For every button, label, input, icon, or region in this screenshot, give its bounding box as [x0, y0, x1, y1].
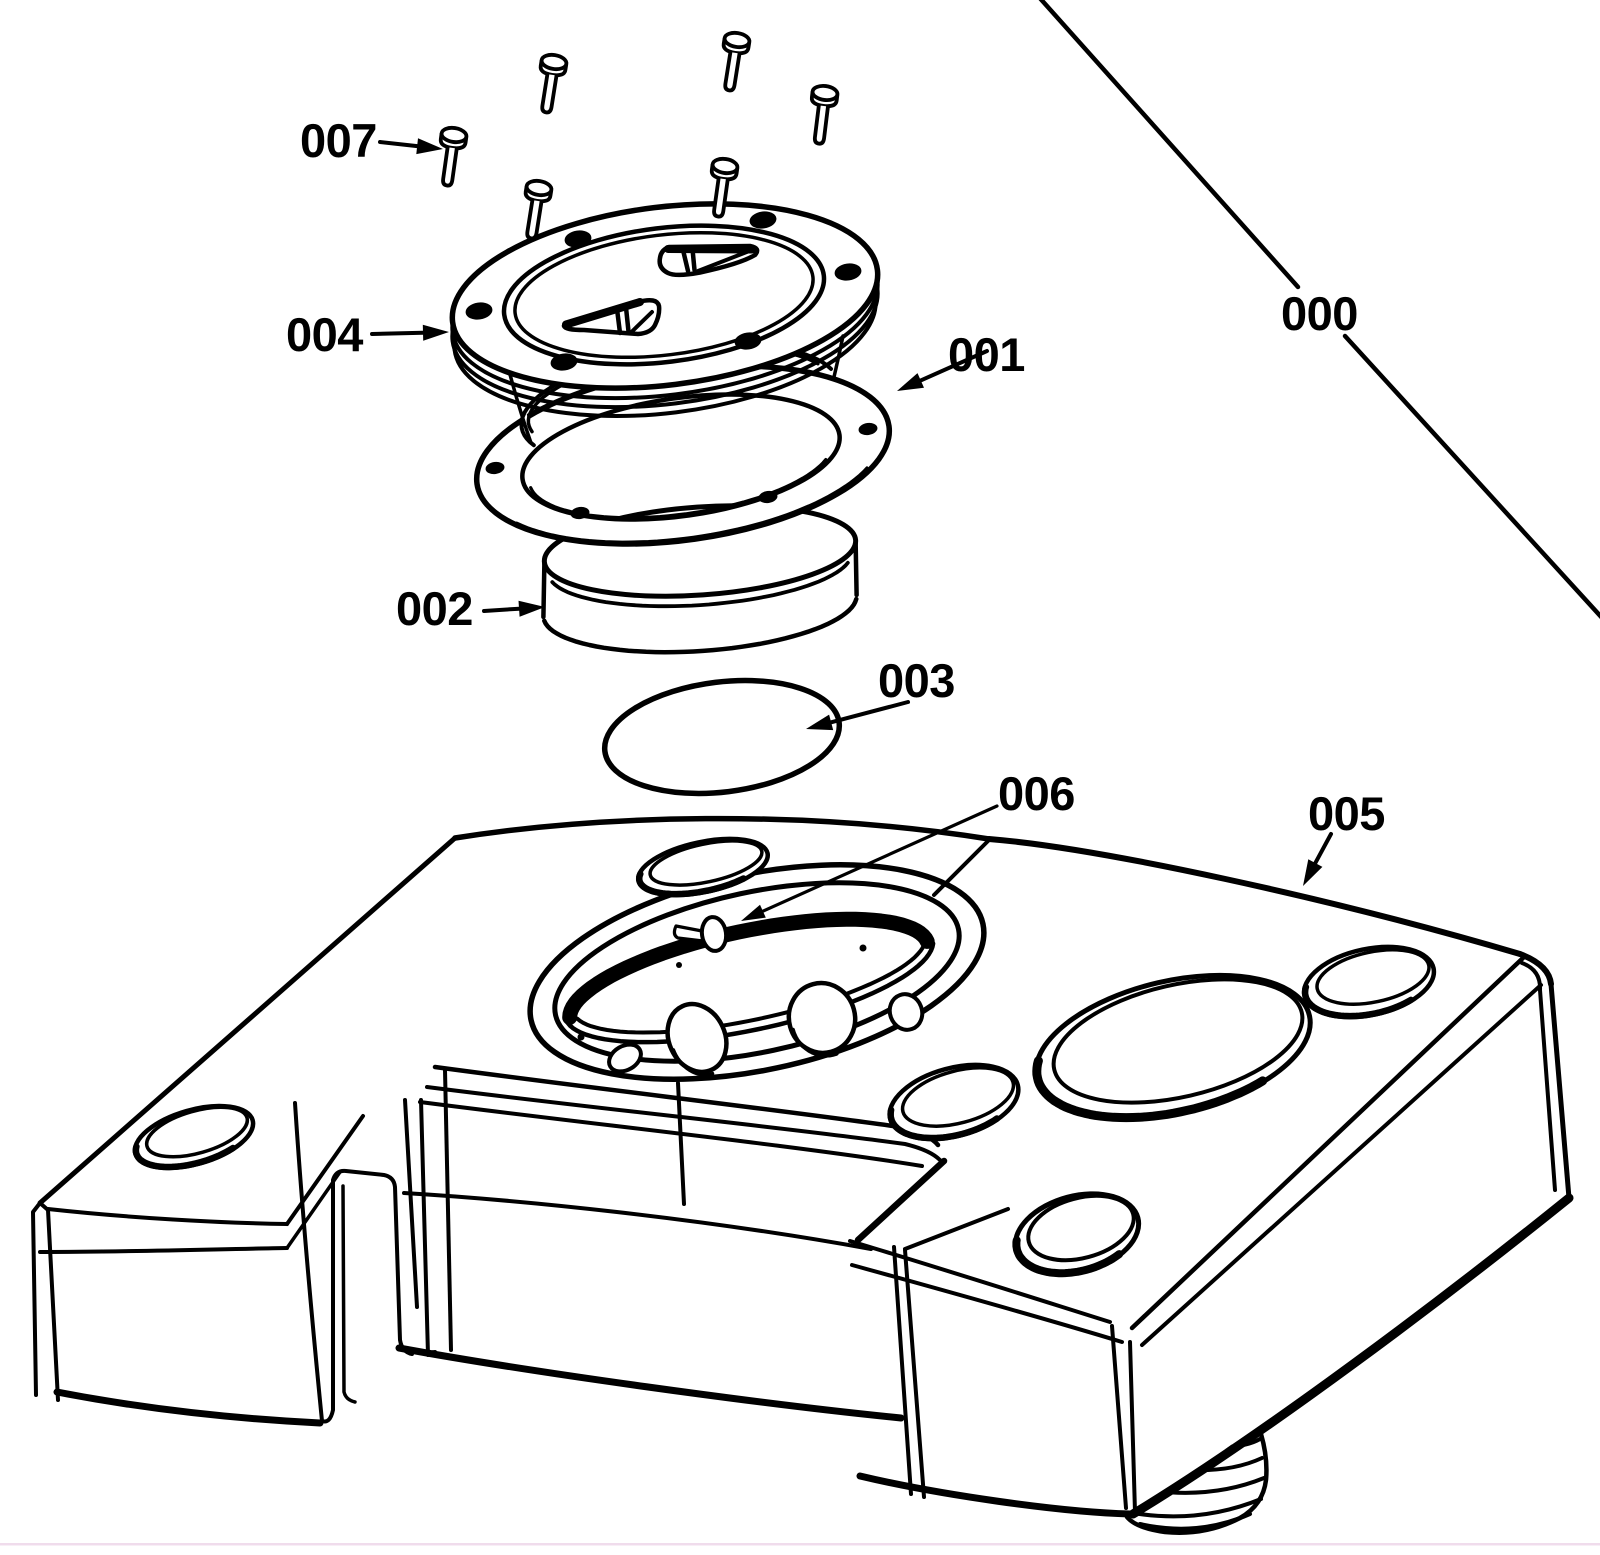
svg-text:007: 007: [300, 114, 377, 167]
svg-text:002: 002: [396, 582, 473, 635]
svg-text:001: 001: [948, 328, 1025, 381]
svg-text:003: 003: [878, 654, 955, 707]
svg-text:006: 006: [998, 767, 1075, 820]
svg-text:004: 004: [286, 308, 363, 361]
svg-text:005: 005: [1308, 787, 1385, 840]
svg-text:000: 000: [1281, 287, 1358, 340]
